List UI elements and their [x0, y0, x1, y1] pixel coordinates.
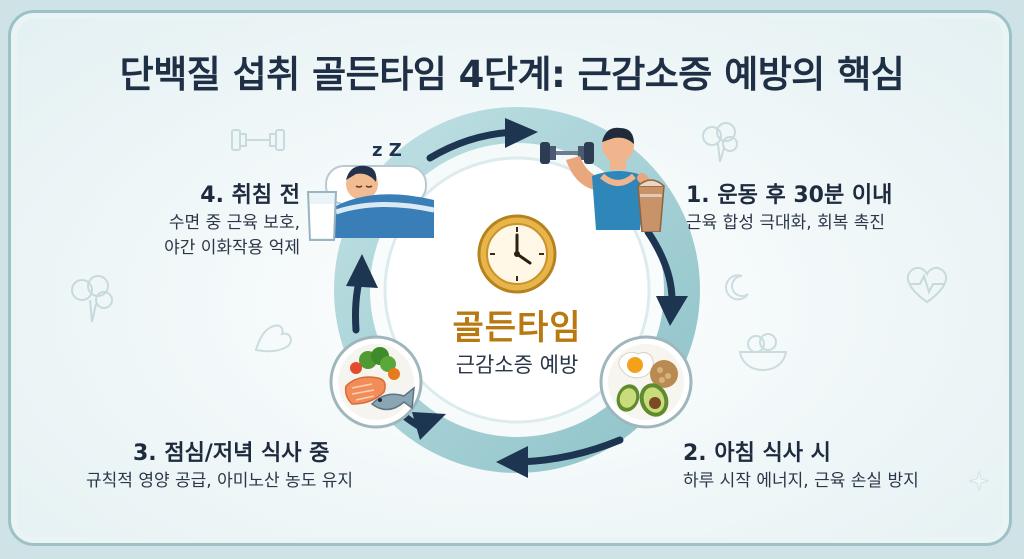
arrowhead-right [656, 296, 688, 326]
page-title: 단백질 섭취 골든타임 4단계: 근감소증 예방의 핵심 [119, 53, 905, 96]
step-2-title: 2. 아침 식사 시 [683, 441, 831, 466]
step-3-desc: 규칙적 영양 공급, 아미노산 농도 유지 [86, 471, 354, 491]
sleep-z-text: z Z [372, 140, 402, 161]
dumbbell-bg-icon [231, 129, 285, 151]
sparkle-bg-icon [968, 470, 990, 492]
dumbbell-man-icon [540, 127, 665, 232]
step-4-desc-line2: 야간 이화작용 억제 [164, 238, 300, 258]
arrowhead-left [412, 412, 446, 440]
step-1-desc: 근육 합성 극대화, 회복 촉진 [686, 213, 886, 233]
step-2-desc: 하루 시작 에너지, 근육 손실 방지 [683, 471, 919, 491]
step-3-title: 3. 점심/저녁 식사 중 [133, 441, 330, 466]
moon-bg-icon [725, 274, 749, 301]
bowl-bg-icon [738, 333, 788, 372]
egg-avocado-plate-icon [599, 335, 693, 429]
arrowhead-bottom [496, 446, 528, 478]
arrow-bottom [516, 436, 624, 466]
arrowhead-top [505, 118, 538, 148]
arm-bg-icon [254, 324, 292, 353]
step-4-title: 4. 취침 전 [200, 183, 300, 208]
broccoli-bg-icon [702, 122, 738, 163]
center-label: 골든타임 [452, 308, 582, 348]
salmon-veg-plate-icon [329, 335, 423, 429]
arrow-right [644, 228, 676, 304]
clock-icon [477, 214, 557, 294]
sleeping-milk-icon: z Z [306, 140, 435, 241]
step-1-title: 1. 운동 후 30분 이내 [686, 183, 893, 208]
center-sublabel: 근감소증 예방 [455, 353, 579, 377]
arrowhead-upper-left [346, 254, 378, 288]
step-4-desc-line1: 수면 중 근육 보호, [168, 213, 300, 233]
broccoli-left-bg-icon [71, 275, 113, 323]
heart-pulse-bg-icon [906, 266, 948, 304]
